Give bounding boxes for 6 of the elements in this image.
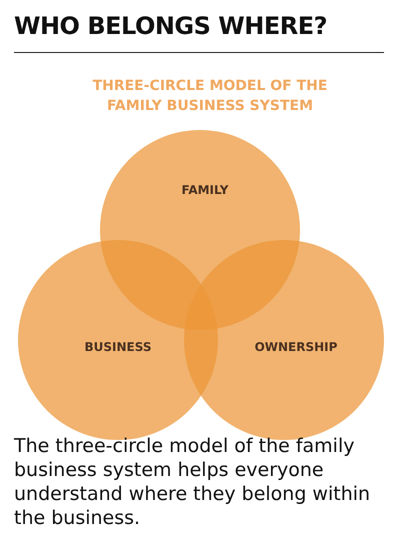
circle-label: BUSINESS	[84, 340, 152, 354]
circle-label: FAMILY	[182, 183, 228, 197]
caption: The three-circle model of the family business system helps everyone understand where they belong within the business.	[14, 434, 372, 530]
subtitle: THREE-CIRCLE MODEL OF THE FAMILY BUSINESS SYSTEM	[92, 77, 328, 116]
heading: WHO BELONGS WHERE?	[14, 12, 328, 40]
circle-label: OWNERSHIP	[254, 340, 338, 354]
